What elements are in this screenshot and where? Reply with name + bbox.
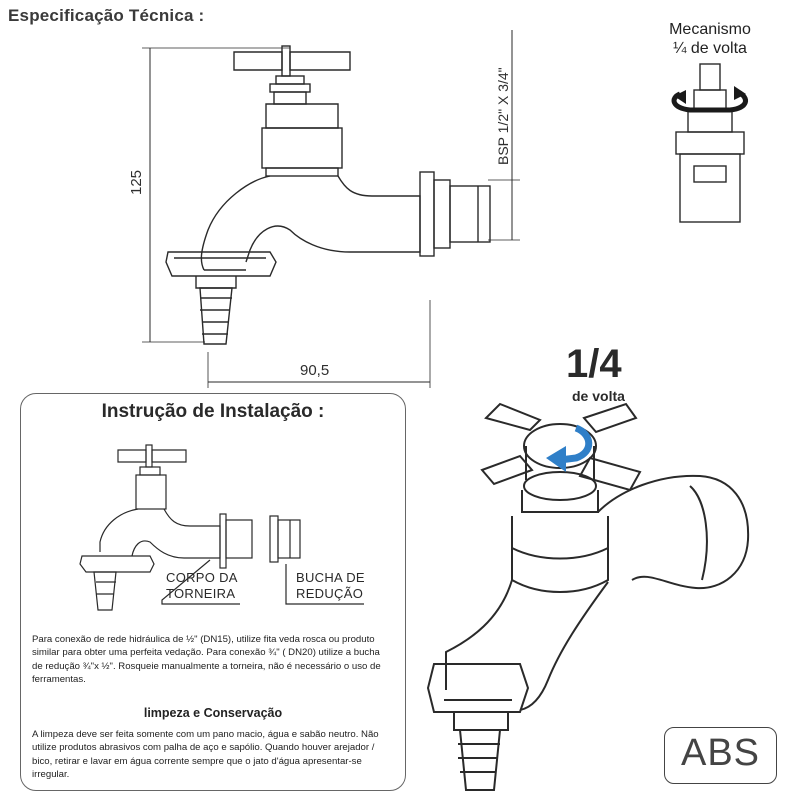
body-label: CORPO DA TORNEIRA — [166, 570, 238, 602]
bushing-label: BUCHA DE REDUÇÃO — [296, 570, 365, 602]
cleaning-paragraph: A limpeza deve ser feita somente com um … — [32, 729, 379, 780]
mechanism-line2: ¼ de volta — [673, 40, 747, 57]
quarter-turn-arrow-icon — [546, 424, 593, 472]
material-badge — [664, 727, 777, 784]
cleaning-title: limpeza e Conservação — [143, 706, 283, 720]
installation-drawing — [79, 444, 364, 611]
faucet-illustration — [426, 402, 750, 791]
mechanism-cartridge — [675, 63, 745, 223]
body-label-line2: TORNEIRA — [166, 586, 236, 601]
bushing-label-line2: REDUÇÃO — [296, 586, 364, 601]
spec-title: Especificação Técnica : — [8, 6, 205, 25]
rotation-arrow-icon — [671, 86, 748, 113]
height-dimension: 125 — [128, 169, 145, 195]
mechanism-title: Mecanismo ¼ de volta — [650, 20, 770, 58]
bushing-label-line1: BUCHA DE — [296, 570, 365, 585]
installation-paragraph: Para conexão de rede hidráulica de ½" (D… — [32, 634, 381, 685]
thread-dimension: BSP 1/2" X 3/4" — [495, 67, 511, 165]
material-label: ABS — [680, 732, 761, 774]
mechanism-line1: Mecanismo — [669, 21, 751, 38]
quarter-turn-label: de volta — [572, 388, 625, 404]
installation-panel — [20, 393, 406, 791]
quarter-turn-fraction: 1/4 — [566, 342, 622, 386]
body-label-line1: CORPO DA — [166, 570, 238, 585]
width-dimension: 90,5 — [300, 362, 330, 379]
installation-title: Instrução de Instalação : — [101, 401, 325, 422]
